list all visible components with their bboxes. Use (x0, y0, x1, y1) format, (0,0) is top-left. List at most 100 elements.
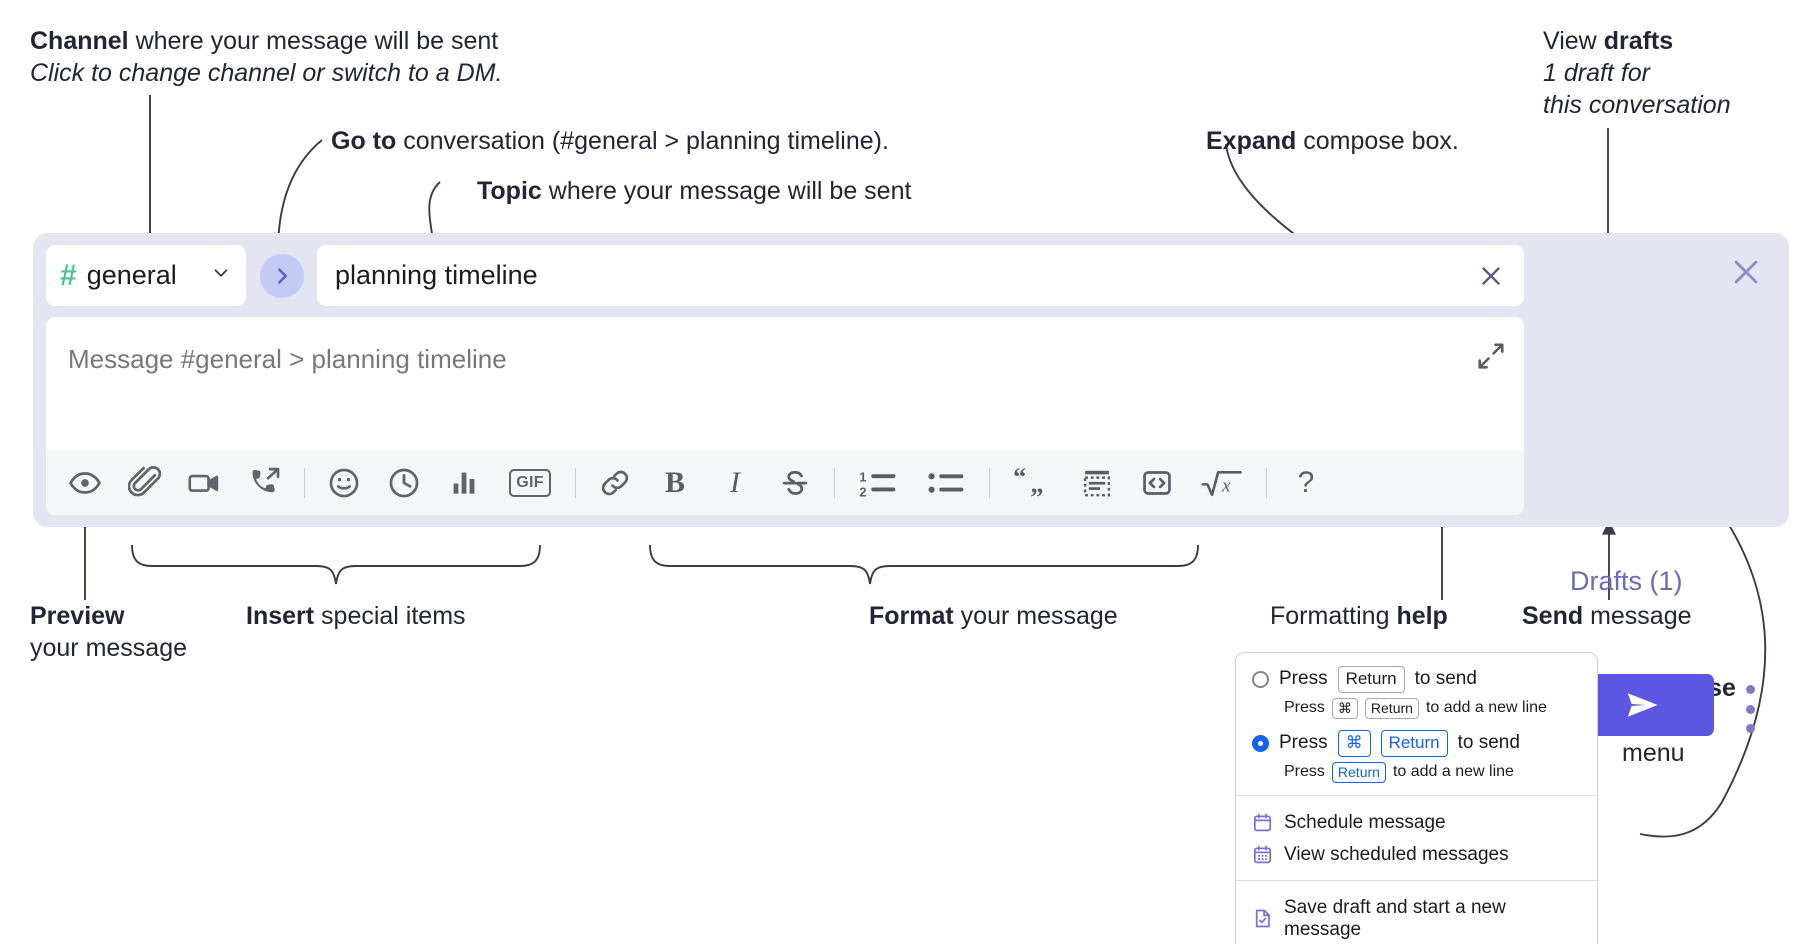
annotation-topic: Topic where your message will be sent (477, 175, 911, 207)
expand-compose-button[interactable] (1476, 341, 1506, 371)
annotation-expand: Expand compose box. (1206, 125, 1459, 157)
formatting-help-button[interactable]: ? (1283, 460, 1329, 506)
close-icon (1734, 260, 1758, 284)
annotation-send: Send message (1522, 600, 1692, 632)
compose-options-menu: Press Return to send Press ⌘ Return to a… (1235, 652, 1598, 944)
annotation-channel-rest: where your message will be sent (128, 27, 499, 55)
sub2-press-label: Press (1284, 763, 1325, 781)
square-root-icon: x (1201, 470, 1242, 496)
annotation-insert-rest: special items (314, 602, 466, 630)
math-button[interactable]: x (1194, 460, 1250, 506)
annotation-help-lead: Formatting (1270, 602, 1397, 630)
sub2-tail-label: to add a new line (1392, 763, 1514, 781)
toolbar-separator (304, 467, 305, 498)
toolbar-separator (1266, 467, 1267, 498)
svg-text:2: 2 (859, 485, 866, 499)
send-option2-press-label: Press (1279, 732, 1328, 754)
formatting-toolbar: GIF B (46, 450, 1524, 515)
key-return: Return (1380, 729, 1448, 757)
annotation-send-bold: Send (1522, 602, 1584, 630)
ordered-list-icon: 1 2 (859, 470, 896, 499)
annotation-drafts: View drafts 1 draft for this conversatio… (1543, 25, 1731, 121)
compose-options-button[interactable] (1737, 685, 1763, 733)
link-icon (601, 470, 629, 495)
link-button[interactable] (592, 460, 638, 506)
question-mark-icon: ? (1297, 465, 1315, 499)
menu-item-label: Schedule message (1284, 811, 1446, 833)
svg-text:„: „ (1030, 468, 1043, 498)
annotation-channel-bold: Channel (30, 27, 129, 55)
close-icon (1482, 266, 1500, 285)
send-option-press-label: Press (1279, 668, 1328, 690)
bold-button[interactable]: B (652, 460, 698, 506)
key-return: Return (1337, 666, 1405, 693)
bulleted-list-button[interactable] (919, 460, 973, 506)
bold-icon: B (664, 465, 685, 499)
svg-text:“: “ (1013, 467, 1026, 492)
eye-icon (69, 471, 101, 494)
topic-input[interactable]: planning timeline (317, 245, 1524, 306)
message-placeholder: Message #general > planning timeline (68, 344, 507, 374)
strikethrough-button[interactable] (772, 460, 818, 506)
code-block-icon (1083, 470, 1111, 496)
attach-button[interactable] (122, 460, 168, 506)
video-clip-button[interactable] (182, 460, 228, 506)
annotation-drafts-sub2: this conversation (1543, 91, 1731, 119)
smiley-icon (329, 468, 359, 497)
reminder-button[interactable] (381, 460, 427, 506)
gif-button[interactable]: GIF (501, 460, 559, 506)
italic-button[interactable]: I (712, 460, 758, 506)
annotation-drafts-bold: drafts (1603, 27, 1674, 55)
inline-code-button[interactable] (1134, 460, 1180, 506)
chevron-down-icon (210, 262, 232, 289)
code-block-button[interactable] (1074, 460, 1120, 506)
close-compose-button[interactable] (1729, 255, 1763, 289)
annotation-compose-rest: menu (1622, 739, 1685, 767)
channel-name: general (86, 260, 177, 290)
paperclip-icon (128, 465, 162, 496)
annotation-preview: Preview your message (30, 600, 187, 664)
go-to-conversation-button[interactable] (260, 253, 304, 298)
bar-chart-icon (453, 472, 475, 494)
kebab-dot (1745, 704, 1755, 714)
message-compose-widget: Drafts (1) # general (33, 233, 1789, 736)
menu-item-schedule-message[interactable]: Schedule message (1236, 807, 1597, 839)
annotation-preview-bold: Preview (30, 602, 125, 630)
annotation-channel: Channel where your message will be sent … (30, 25, 502, 89)
send-option-tail-label: to send (1414, 668, 1477, 690)
schedule-section: Schedule message View scheduled messages (1236, 794, 1597, 880)
channel-selector[interactable]: # general (46, 245, 246, 306)
preview-button[interactable] (62, 460, 108, 506)
message-input-area[interactable]: Message #general > planning timeline (46, 317, 1524, 515)
annotation-insert: Insert special items (246, 600, 466, 632)
strikethrough-icon (782, 470, 808, 495)
audio-clip-button[interactable] (242, 460, 288, 506)
menu-item-view-scheduled[interactable]: View scheduled messages (1236, 839, 1597, 871)
emoji-button[interactable] (321, 460, 367, 506)
send-option2-tail-label: to send (1457, 732, 1520, 754)
calendar-clock-icon (1252, 812, 1273, 833)
annotation-preview-sub: your message (30, 634, 188, 662)
sub-tail-label: to add a new line (1425, 699, 1547, 717)
send-option-return[interactable]: Press Return to send (1236, 664, 1597, 695)
blockquote-button[interactable]: “ „ (1006, 460, 1060, 506)
phone-forward-icon (252, 467, 280, 492)
annotation-format-bold: Format (869, 602, 954, 630)
menu-item-save-draft[interactable]: Save draft and start a new message (1236, 892, 1597, 944)
expand-icon (1478, 343, 1504, 369)
drafts-link[interactable]: Drafts (1) (1570, 566, 1683, 596)
toolbar-separator (575, 467, 576, 498)
calendar-grid-icon (1252, 844, 1273, 865)
key-command: ⌘ (1331, 697, 1358, 719)
menu-item-label: View scheduled messages (1284, 843, 1509, 865)
key-return: Return (1331, 761, 1386, 783)
radio-selected-icon (1252, 734, 1269, 752)
poll-button[interactable] (441, 460, 487, 506)
sub-press-label: Press (1284, 699, 1325, 717)
clear-topic-button[interactable] (1476, 261, 1506, 291)
send-option-cmd-return[interactable]: Press ⌘ Return to send (1236, 728, 1597, 759)
compose-inner: # general planning timeline (46, 245, 1524, 515)
annotation-formatting-help: Formatting help (1270, 600, 1448, 632)
ordered-list-button[interactable]: 1 2 (851, 460, 905, 506)
hash-icon: # (60, 258, 77, 292)
